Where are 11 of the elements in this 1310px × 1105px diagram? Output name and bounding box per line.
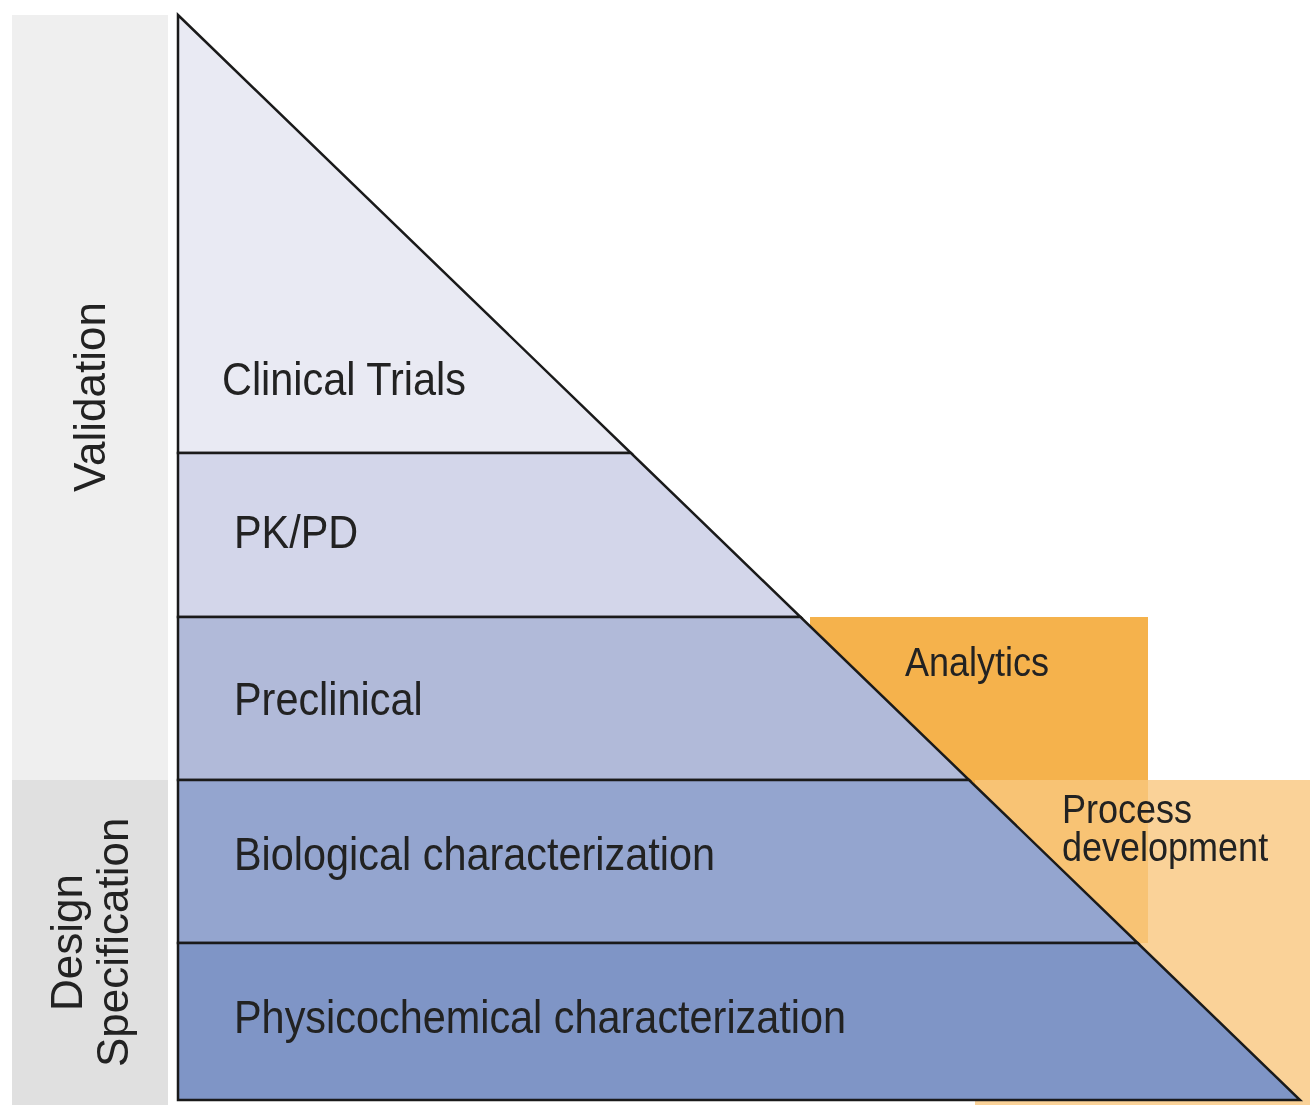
tier-label: PK/PD — [234, 508, 359, 557]
tier-label: Biological characterization — [234, 830, 715, 879]
tier-label: Clinical Trials — [222, 355, 466, 404]
side-label: Validation — [63, 301, 115, 495]
side-label: Design Specification — [40, 816, 138, 1070]
pyramid-tier — [178, 453, 801, 617]
pyramid-tier — [178, 943, 1300, 1100]
side-band — [12, 780, 168, 1105]
side-band — [12, 15, 168, 780]
pyramid-tier — [178, 15, 631, 453]
tier-label: Physicochemical characterization — [234, 993, 847, 1042]
